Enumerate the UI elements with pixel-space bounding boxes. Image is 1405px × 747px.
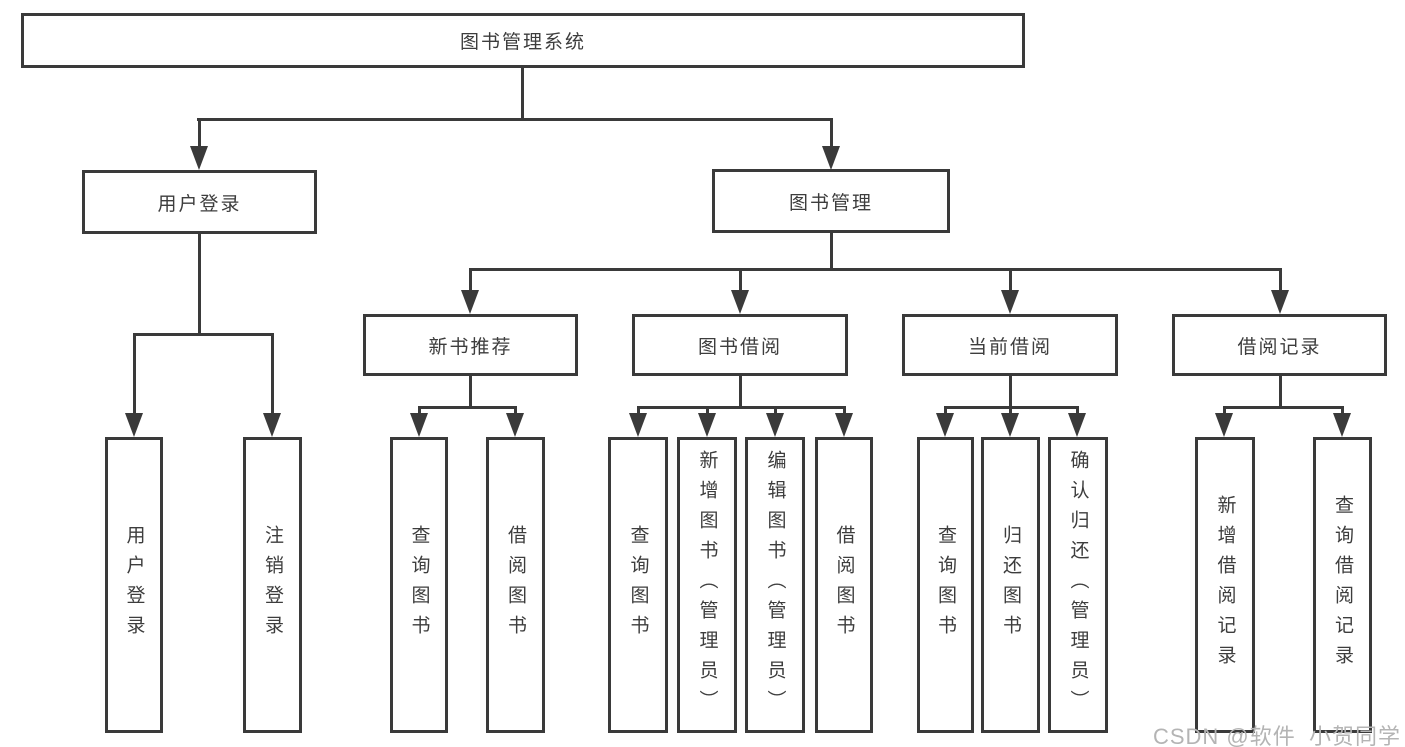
connector-to-leaf-logout [271,333,274,417]
connector-recommend-stem [469,376,472,408]
connector-borrow-4 [843,406,846,416]
connector-to-book-borrow [739,268,742,294]
leaf-query-borrow-record-label: 查询借阅记录 [1332,495,1353,675]
arrowhead-to-current-borrow [1001,290,1019,314]
arrowhead-recommend-left [410,413,428,437]
node-library-system-label: 图书管理系统 [459,32,586,53]
connector-borrow-stem [739,376,742,408]
connector-to-book-management [830,118,833,150]
leaf-add-borrow-record-label: 新增借阅记录 [1214,495,1236,675]
watermark-text: CSDN @软件_小贺同学 [1152,724,1401,747]
node-current-borrow-label: 当前借阅 [967,336,1052,358]
connector-user-login-stem [198,234,201,335]
connector-recommend-left [418,406,421,416]
arrowhead-to-user-login [190,146,208,170]
node-current-borrow: 当前借阅 [902,314,1118,376]
arrowhead-current-3 [1068,413,1086,437]
arrowhead-recommend-right [506,413,524,437]
connector-records-right [1341,406,1344,416]
node-book-management: 图书管理 [712,169,950,233]
leaf-recommend-query-books: 查询图书 [390,437,448,733]
connector-recommend-right [514,406,517,416]
node-borrow-records-label: 借阅记录 [1237,336,1322,358]
leaf-return-books: 归还图书 [981,437,1040,733]
arrowhead-to-book-management [822,146,840,170]
leaf-query-borrow-record: 查询借阅记录 [1313,437,1372,733]
arrowhead-to-leaf-logout [263,413,281,437]
connector-current-2 [1009,406,1012,416]
arrowhead-borrow-4 [835,413,853,437]
leaf-borrow-books: 借阅图书 [815,437,873,733]
connector-root-rail [197,118,831,121]
connector-records-left [1223,406,1226,416]
leaf-edit-books-admin-label: 编辑图书（管理员） [764,450,786,720]
arrowhead-current-1 [936,413,954,437]
connector-borrow-2 [706,406,709,416]
connector-to-leaf-user-login [133,333,136,417]
leaf-current-query-books: 查询图书 [917,437,974,733]
leaf-return-books-label: 归还图书 [1000,525,1021,645]
node-user-login: 用户登录 [82,170,317,234]
connector-user-login-rail [133,333,274,336]
arrowhead-records-right [1333,413,1351,437]
node-book-borrow: 图书借阅 [632,314,848,376]
node-borrow-records: 借阅记录 [1172,314,1387,376]
leaf-confirm-return-admin: 确认归还（管理员） [1048,437,1108,733]
arrowhead-to-new-book [461,290,479,314]
leaf-logout: 注销登录 [243,437,302,733]
node-new-book-recommend: 新书推荐 [363,314,578,376]
leaf-user-login: 用户登录 [105,437,163,733]
connector-to-borrow-records [1279,268,1282,294]
node-book-borrow-label: 图书借阅 [697,336,782,358]
node-library-system: 图书管理系统 [21,13,1025,68]
arrowhead-records-left [1215,413,1233,437]
leaf-add-books-admin: 新增图书（管理员） [677,437,737,733]
connector-to-current-borrow [1009,268,1012,294]
leaf-recommend-query-books-label: 查询图书 [408,525,430,645]
leaf-add-books-admin-label: 新增图书（管理员） [696,450,718,720]
arrowhead-borrow-1 [629,413,647,437]
node-new-book-recommend-label: 新书推荐 [428,336,513,358]
leaf-borrow-books-label: 借阅图书 [833,525,855,645]
arrowhead-to-borrow-records [1271,290,1289,314]
arrowhead-borrow-3 [766,413,784,437]
connector-borrow-1 [637,406,640,416]
leaf-logout-label: 注销登录 [262,525,283,645]
leaf-user-login-label: 用户登录 [123,525,145,645]
leaf-recommend-borrow-books: 借阅图书 [486,437,545,733]
arrowhead-borrow-2 [698,413,716,437]
node-user-login-label: 用户登录 [157,193,242,215]
connector-records-rail [1223,406,1343,409]
connector-current-1 [944,406,947,416]
arrowhead-to-book-borrow [731,290,749,314]
connector-book-management-rail [469,268,1282,271]
connector-current-3 [1076,406,1079,416]
connector-current-stem [1009,376,1012,408]
connector-records-stem [1279,376,1282,408]
leaf-borrow-query-books-label: 查询图书 [627,525,649,645]
leaf-recommend-borrow-books-label: 借阅图书 [505,525,526,645]
arrowhead-to-leaf-user-login [125,413,143,437]
connector-borrow-rail [637,406,845,409]
connector-book-management-stem [830,233,833,270]
connector-to-new-book [469,268,472,294]
connector-borrow-3 [774,406,777,416]
connector-to-user-login [198,118,201,150]
leaf-current-query-books-label: 查询图书 [935,525,956,645]
connector-recommend-rail [418,406,517,409]
leaf-add-borrow-record: 新增借阅记录 [1195,437,1255,733]
leaf-confirm-return-admin-label: 确认归还（管理员） [1067,450,1089,720]
arrowhead-current-2 [1001,413,1019,437]
connector-root-stem [521,68,524,120]
leaf-edit-books-admin: 编辑图书（管理员） [745,437,805,733]
node-book-management-label: 图书管理 [788,192,873,214]
leaf-borrow-query-books: 查询图书 [608,437,668,733]
